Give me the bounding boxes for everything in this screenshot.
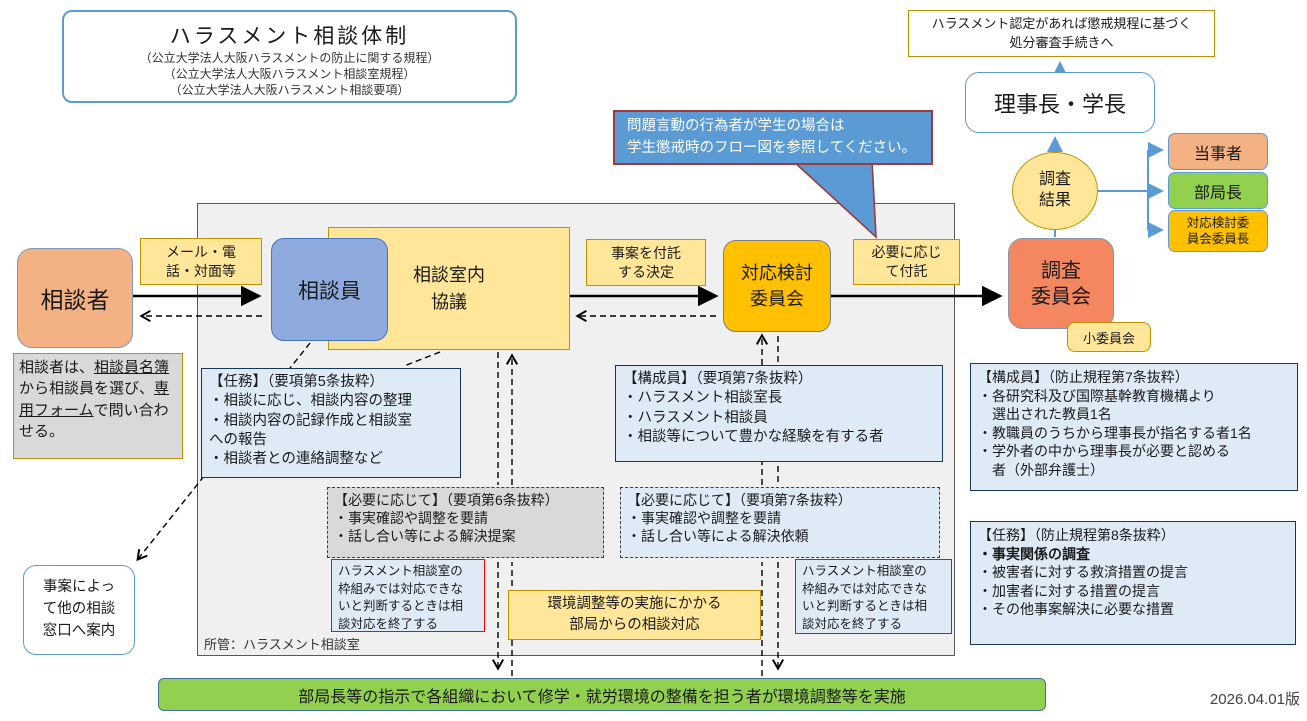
box-heading: 【構成員】（防止規程第7条抜粋） bbox=[978, 369, 1189, 385]
jurisdiction-label: 所管：ハラスメント相談室 bbox=[204, 637, 360, 652]
consulter-note-text-1: 相談者は、 bbox=[19, 359, 95, 376]
node-investigation-result: 調査 結果 bbox=[1012, 152, 1098, 230]
counselor-duties-box: 【任務】（要項第5条抜粋） ・相談に応じ、相談内容の整理 ・相談内容の記録作成と… bbox=[201, 368, 461, 478]
list-item: ・学外者の中から理事長が必要と認める 者（外部弁護士） bbox=[978, 443, 1230, 479]
node-parties: 当事者 bbox=[1168, 133, 1268, 170]
box-heading: 【必要に応じて】（要項第6条抜粋） bbox=[334, 492, 559, 508]
list-item: ・話し合い等による解決提案 bbox=[334, 528, 516, 545]
box-heading: 【構成員】（要項第7条抜粋） bbox=[623, 371, 813, 387]
regulation-2: （公立大学法人大阪ハラスメント相談室規程） bbox=[163, 67, 416, 82]
consulter-note-text-2: から相談員を選び、 bbox=[19, 380, 155, 398]
node-investigation-committee: 調査 委員会 bbox=[1008, 238, 1114, 329]
other-desk-referral-box: 事案によっ て他の相談 窓口へ案内 bbox=[23, 565, 135, 655]
list-item: ・相談に応じ、相談内容の整理 bbox=[209, 393, 412, 410]
as-needed-art6-box: 【必要に応じて】（要項第6条抜粋） ・事実確認や調整を要請 ・話し合い等による解… bbox=[327, 487, 604, 558]
environment-adjustment-box: 環境調整等の実施にかかる 部局からの相談対応 bbox=[508, 590, 761, 640]
list-item: ・相談等について豊かな経験を有する者 bbox=[623, 428, 884, 445]
node-counselor: 相談員 bbox=[271, 238, 388, 341]
title-box: ハラスメント相談体制 （公立大学法人大阪ハラスメントの防止に関する規程） （公立… bbox=[62, 10, 517, 103]
node-president: 理事長・学長 bbox=[965, 72, 1155, 133]
terminate-consultation-note-right: ハラスメント相談室の 枠組みでは対応できな いと判断するときは相 談対応を終了す… bbox=[795, 559, 952, 634]
list-item: ・事実確認や調整を要請 bbox=[627, 510, 781, 527]
box-heading: 【任務】（防止規程第8条抜粋） bbox=[978, 527, 1175, 543]
office-members-box: 【構成員】（要項第7条抜粋） ・ハラスメント相談室長 ・ハラスメント相談員 ・相… bbox=[615, 365, 943, 462]
disciplinary-note: ハラスメント認定があれば懲戒規程に基づく 処分審査手続きへ bbox=[908, 10, 1215, 57]
counselor-roster-link[interactable]: 相談員名簿 bbox=[94, 359, 170, 376]
contact-method-label: メール・電 話・対面等 bbox=[140, 238, 262, 285]
referral-as-needed-label: 必要に応じ て付託 bbox=[853, 239, 960, 285]
referral-decision-label: 事案を付託 する決定 bbox=[586, 239, 706, 286]
environment-implementation-bar: 部局長等の指示で各組織において修学・就労環境の整備を担う者が環境調整等を実施 bbox=[158, 678, 1046, 711]
list-item: ・相談者との連絡調整など bbox=[209, 451, 383, 468]
list-item: ・加害者に対する措置の提言 bbox=[978, 582, 1160, 599]
page-title: ハラスメント相談体制 bbox=[169, 25, 410, 48]
consulter-note: 相談者は、相談員名簿から相談員を選び、専用フォームで問い合わせる。 bbox=[13, 353, 183, 459]
list-item: ・被害者に対する救済措置の提言 bbox=[978, 564, 1188, 581]
investigation-duties-box: 【任務】（防止規程第8条抜粋） ・事実関係の調査 ・被害者に対する救済措置の提言… bbox=[970, 521, 1296, 645]
node-response-committee: 対応検討 委員会 bbox=[723, 240, 831, 332]
list-item: ・ハラスメント相談員 bbox=[623, 409, 768, 426]
list-item: ・事実確認や調整を要請 bbox=[334, 510, 488, 527]
list-item: ・各研究科及び国際基幹教育機構より 選出された教員1名 bbox=[978, 387, 1216, 423]
list-item: ・その他事案解決に必要な措置 bbox=[978, 601, 1174, 618]
list-item: ・ハラスメント相談室長 bbox=[623, 390, 783, 407]
box-heading: 【必要に応じて】（要項第7条抜粋） bbox=[627, 492, 852, 508]
regulation-3: （公立大学法人大阪ハラスメント相談要項） bbox=[169, 83, 410, 98]
as-needed-art7-box: 【必要に応じて】（要項第7条抜粋） ・事実確認や調整を要請 ・話し合い等による解… bbox=[620, 487, 940, 558]
node-consulter: 相談者 bbox=[17, 248, 133, 348]
node-response-committee-chair: 対応検討委 員会委員長 bbox=[1168, 210, 1268, 252]
list-item: ・事実関係の調査 bbox=[978, 545, 1090, 562]
node-subcommittee: 小委員会 bbox=[1067, 322, 1151, 352]
node-department-head: 部局長 bbox=[1168, 172, 1268, 209]
list-item: ・教職員のうちから理事長が指名する者1名 bbox=[978, 424, 1252, 441]
list-item: ・話し合い等による解決依頼 bbox=[627, 528, 809, 545]
terminate-consultation-note-left: ハラスメント相談室の 枠組みでは対応できな いと判断するときは相 談対応を終了す… bbox=[331, 559, 485, 632]
regulation-1: （公立大学法人大阪ハラスメントの防止に関する規程） bbox=[139, 51, 440, 65]
student-callout: 問題言動の行為者が学生の場合は 学生懲戒時のフロー図を参照してください。 bbox=[613, 110, 933, 165]
version-label: 2026.04.01版 bbox=[1209, 691, 1300, 708]
list-item: ・相談内容の記録作成と相談室 への報告 bbox=[209, 412, 412, 448]
investigation-members-box: 【構成員】（防止規程第7条抜粋） ・各研究科及び国際基幹教育機構より 選出された… bbox=[970, 363, 1298, 491]
box-heading: 【任務】（要項第5条抜粋） bbox=[209, 374, 384, 390]
